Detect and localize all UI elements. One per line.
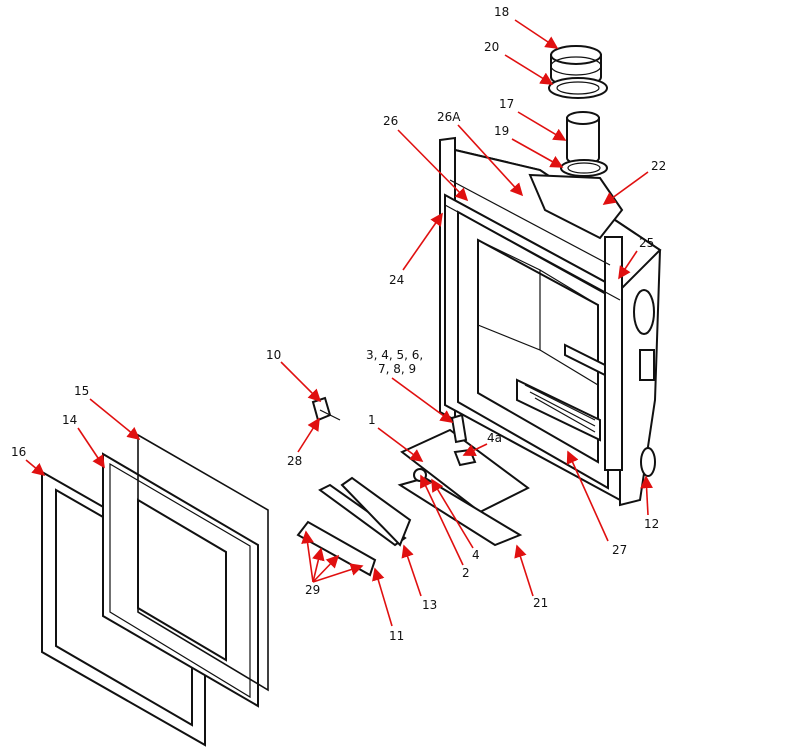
glass-frame-14 [102,452,259,708]
callout-15: 15 [74,384,89,398]
callout-26: 26 [383,114,398,128]
callout-arrow [89,398,141,441]
callout-26a: 26A [437,110,461,124]
callout-2: 2 [462,566,470,580]
callout-14: 14 [62,413,77,427]
callout-arrow [297,417,320,453]
callout-arrow [280,361,322,403]
callout-arrow [517,111,567,141]
callout-17: 17 [499,97,514,111]
burner-13 [318,476,412,547]
callout-7-9: 7, 8, 9 [378,362,416,376]
callout-3-6: 3, 4, 5, 6, [366,348,423,362]
callout-arrow [640,475,653,516]
callout-arrow [377,427,424,462]
callout-arrow [77,427,105,469]
burner-rail-11 [296,520,377,577]
callout-arrow [431,478,474,549]
flue-pipe-17 [566,111,600,165]
glass-panel-15 [137,433,269,692]
callout-arrow [511,138,564,168]
callout-arrow [312,547,325,583]
gasket-ring-19 [560,159,608,177]
callout-arrow [462,443,488,456]
callout-13: 13 [422,598,437,612]
callout-25: 25 [639,236,654,250]
callout-arrow [602,171,649,205]
bracket-10-28 [311,396,341,422]
callout-arrow [401,544,422,597]
callout-4a: 4a [487,431,502,445]
callout-11: 11 [389,629,404,643]
callout-arrow [397,129,469,202]
callout-arrow [419,474,464,566]
callout-16: 16 [11,445,26,459]
callout-28: 28 [287,454,302,468]
callout-arrow [312,563,364,583]
callout-10: 10 [266,348,281,362]
callout-arrow [504,54,554,85]
callout-arrow [25,459,46,477]
callout-arrow [391,377,454,423]
callout-27: 27 [612,543,627,557]
callout-arrows [25,19,653,627]
callout-29: 29 [305,583,320,597]
callout-arrow [372,567,393,627]
gasket-ring-20 [548,77,608,99]
callout-12: 12 [644,517,659,531]
callout-arrow [457,124,524,197]
callout-arrow [301,530,314,583]
callout-arrow [514,19,559,49]
callout-4: 4 [472,548,480,562]
callout-arrow [514,544,534,597]
callout-arrow [566,450,609,542]
callout-20: 20 [484,40,499,54]
callout-arrow [402,212,443,271]
callout-21: 21 [533,596,548,610]
callout-1: 1 [368,413,376,427]
callout-19: 19 [494,124,509,138]
firebox-body [439,136,662,507]
callout-arrow [312,554,340,583]
callout-22: 22 [651,159,666,173]
callout-arrow [618,250,638,280]
callout-24: 24 [389,273,404,287]
callout-18: 18 [494,5,509,19]
